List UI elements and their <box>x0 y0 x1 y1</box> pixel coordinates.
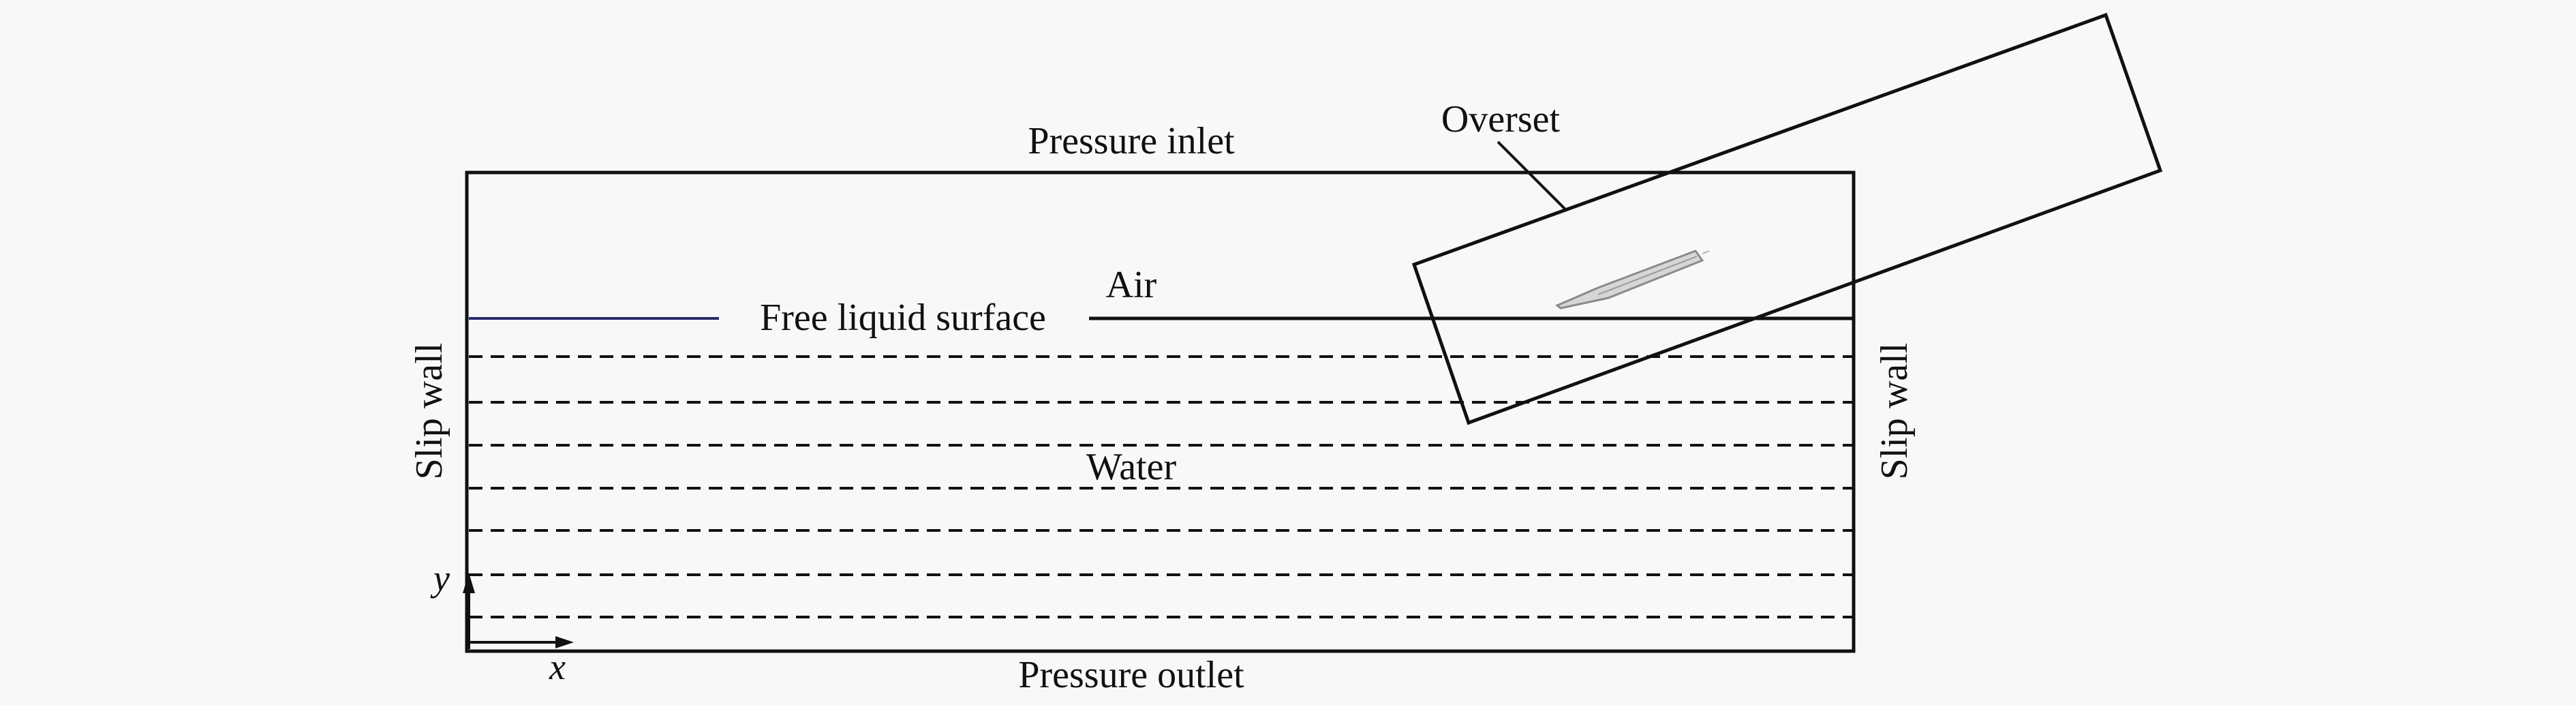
slip-wall-right-label: Slip wall <box>1873 343 1916 480</box>
overset-leader-line <box>1497 140 1567 211</box>
water-label: Water <box>1086 446 1177 488</box>
x-axis-arrowhead-icon <box>555 636 574 648</box>
water-layers <box>469 355 1852 618</box>
x-axis-label: x <box>549 646 566 687</box>
hull-icon <box>1555 250 1710 310</box>
overset-region <box>1411 12 2163 425</box>
air-label: Air <box>1106 264 1157 306</box>
free-liquid-surface-label: Free liquid surface <box>760 297 1046 339</box>
domain-boundary <box>465 170 1856 653</box>
y-axis-label: y <box>430 558 450 599</box>
slip-wall-left-label: Slip wall <box>408 343 450 480</box>
pressure-outlet-label: Pressure outlet <box>1018 654 1244 696</box>
overset-label: Overset <box>1441 98 1561 140</box>
y-axis-arrowhead-icon <box>463 573 475 593</box>
pressure-inlet-label: Pressure inlet <box>1028 120 1235 162</box>
